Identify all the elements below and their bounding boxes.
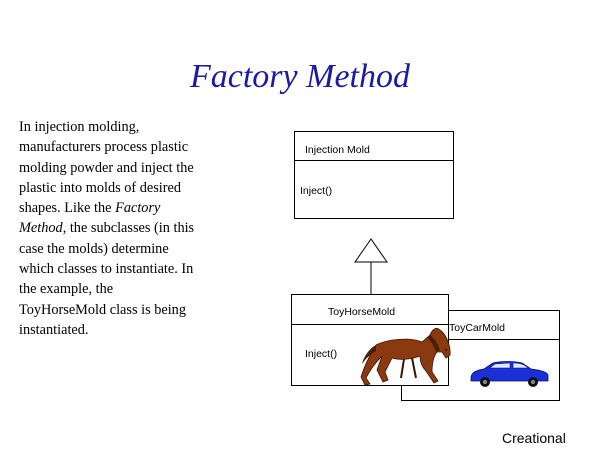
- car-icon: [470, 361, 549, 387]
- description-text-1: In injection molding, manufacturers proc…: [19, 119, 194, 217]
- injection-mold-name: Injection Mold: [305, 144, 370, 156]
- slide-footer: Creational: [502, 430, 566, 446]
- class-divider: [295, 160, 453, 161]
- injection-mold-class: Injection Mold Inject(): [294, 131, 454, 219]
- inheritance-arrow-icon: [354, 238, 388, 294]
- class-divider: [292, 324, 448, 325]
- injection-mold-method: Inject(): [300, 185, 333, 197]
- description-text-2: , the subclasses (in this case the molds…: [19, 220, 195, 338]
- toy-horse-mold-method: Inject(): [305, 348, 338, 360]
- horse-icon: [360, 327, 451, 386]
- toy-horse-mold-name: ToyHorseMold: [328, 306, 396, 318]
- slide-title: Factory Method: [190, 58, 410, 95]
- toy-car-mold-name: ToyCarMold: [449, 322, 506, 334]
- description-emphasis: Factory Method: [19, 200, 161, 237]
- class-divider: [402, 339, 559, 340]
- description-paragraph: In injection molding, manufacturers proc…: [19, 117, 201, 340]
